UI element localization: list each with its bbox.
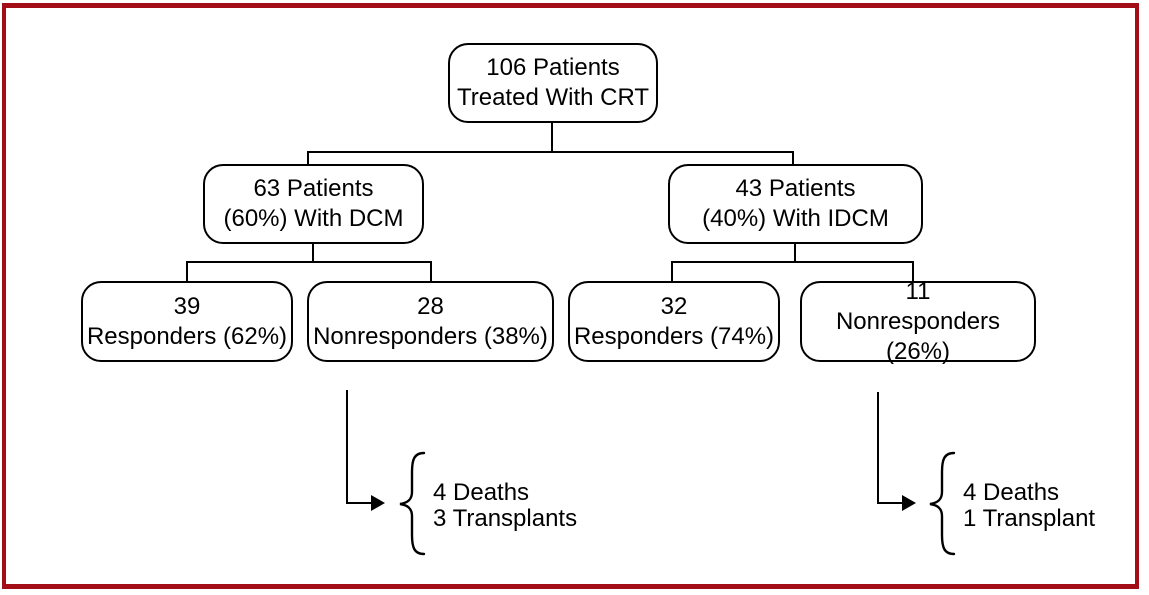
node-dcm-line1: 63 Patients bbox=[253, 175, 374, 202]
outcome-idcm-text: 4 Deaths 1 Transplant bbox=[963, 480, 1095, 532]
node-idcm-responders-line1: 32 bbox=[660, 292, 688, 320]
node-dcm-nonresponders: 28 Nonresponders (38%) bbox=[307, 281, 554, 362]
node-idcm-nonresponders-line2: Nonresponders (26%) bbox=[835, 307, 1001, 365]
connector-drop-dcm bbox=[307, 151, 309, 165]
outcome-dcm-arrowhead-icon bbox=[371, 495, 385, 511]
connector-drop-dcm-nonresponders bbox=[430, 261, 432, 282]
outcome-dcm-brace-icon bbox=[399, 451, 426, 556]
outcome-idcm-vertical-line bbox=[877, 392, 879, 504]
node-dcm-responders-line2: Responders (62%) bbox=[86, 322, 288, 350]
node-idcm-nonresponders-line1: 11 bbox=[905, 277, 931, 305]
outcome-idcm-transplants: 1 Transplant bbox=[963, 505, 1096, 532]
node-idcm-line1: 43 Patients bbox=[735, 175, 856, 202]
connector-drop-idcm-nonresponders bbox=[912, 261, 914, 282]
connector-idcm-stem bbox=[794, 243, 796, 263]
outcome-idcm-arrow-shaft bbox=[877, 502, 903, 504]
node-dcm-responders-line1: 39 bbox=[173, 292, 201, 320]
outcome-dcm-arrow-shaft bbox=[346, 502, 372, 504]
connector-drop-idcm-responders bbox=[671, 261, 673, 282]
outcome-idcm-arrowhead-icon bbox=[902, 495, 916, 511]
node-dcm-nonresponders-line2: Nonresponders (38%) bbox=[313, 322, 548, 350]
outcome-dcm-vertical-line bbox=[346, 390, 348, 504]
node-dcm-line2: (60%) With DCM bbox=[223, 205, 404, 232]
node-idcm-responders: 32 Responders (74%) bbox=[568, 281, 780, 362]
outcome-idcm-deaths: 4 Deaths bbox=[963, 479, 1060, 506]
node-dcm: 63 Patients (60%) With DCM bbox=[203, 164, 424, 244]
node-root-line1: 106 Patients bbox=[486, 54, 620, 81]
node-root-line2: Treated With CRT bbox=[456, 84, 650, 111]
connector-drop-dcm-responders bbox=[186, 261, 188, 282]
node-idcm-line2: (40%) With IDCM bbox=[702, 205, 889, 232]
node-dcm-nonresponders-line1: 28 bbox=[417, 292, 444, 320]
outcome-dcm-text: 4 Deaths 3 Transplants bbox=[433, 480, 577, 532]
node-idcm-responders-line2: Responders (74%) bbox=[573, 322, 775, 350]
connector-dcm-crossbar bbox=[186, 261, 432, 263]
node-idcm-nonresponders: 11 Nonresponders (26%) bbox=[800, 278, 1036, 365]
connector-root-stem bbox=[551, 122, 553, 153]
connector-root-crossbar bbox=[307, 151, 794, 153]
outcome-dcm-deaths: 4 Deaths bbox=[433, 479, 530, 506]
node-idcm: 43 Patients (40%) With IDCM bbox=[668, 164, 923, 244]
connector-idcm-crossbar bbox=[671, 261, 914, 263]
outcome-idcm-brace-icon bbox=[929, 451, 956, 556]
outcome-dcm-transplants: 3 Transplants bbox=[433, 505, 578, 532]
connector-drop-idcm bbox=[792, 151, 794, 165]
node-root: 106 Patients Treated With CRT bbox=[448, 43, 658, 123]
figure-border-frame bbox=[2, 3, 1139, 589]
connector-dcm-stem bbox=[312, 243, 314, 263]
node-dcm-responders: 39 Responders (62%) bbox=[81, 281, 293, 362]
